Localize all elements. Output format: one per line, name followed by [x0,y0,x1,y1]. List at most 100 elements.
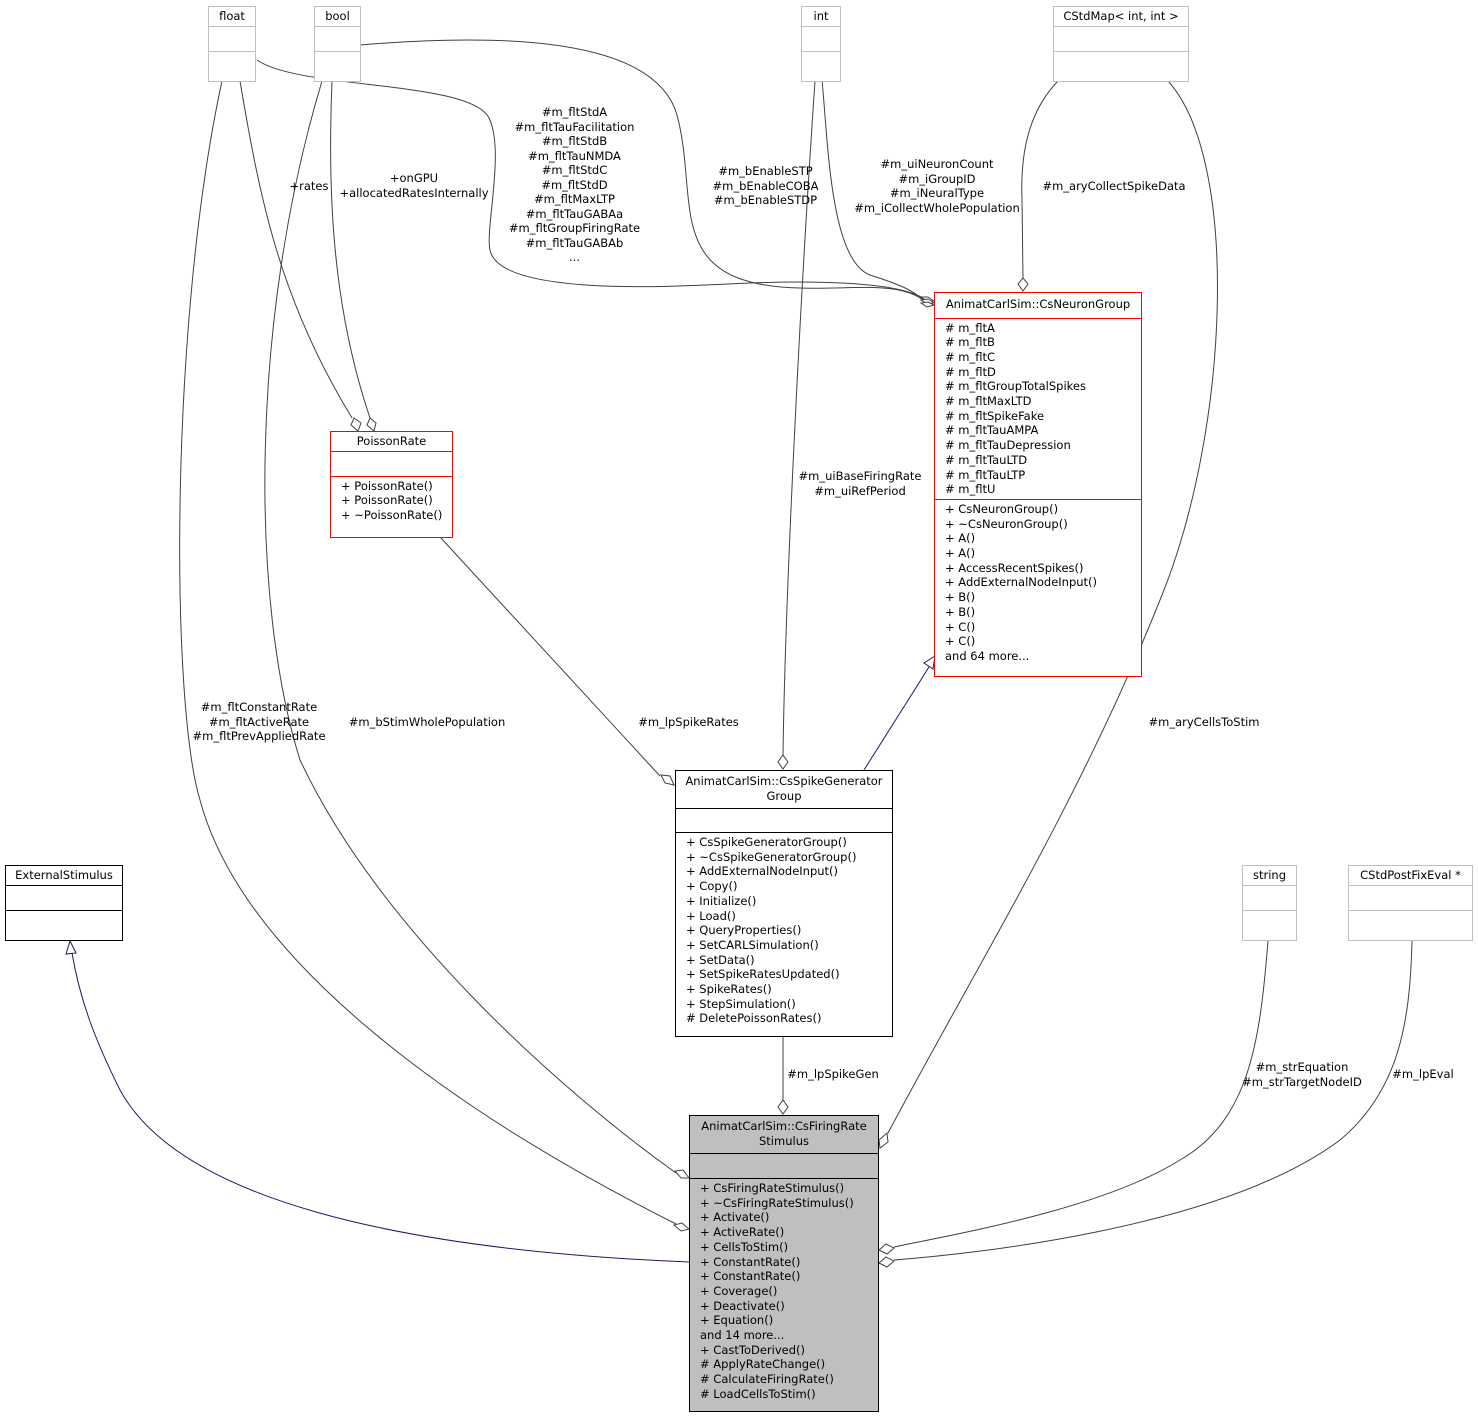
method-item: + CastToDerived() [700,1342,805,1357]
class-box-poissonrate[interactable]: PoissonRate + PoissonRate() + PoissonRat… [330,431,453,538]
diamond-bool-firingrate [674,1169,690,1179]
diamond-bool-poisson [366,417,377,432]
class-box-csneurongroup[interactable]: AnimatCarlSim::CsNeuronGroup # m_fltA # … [934,292,1142,677]
class-attributes-externalstimulus [6,884,122,910]
method-item: + Copy() [686,879,738,894]
edge-label-line: #m_strTargetNodeID [1242,1074,1362,1089]
method-item: + C() [945,634,976,649]
class-methods-bool [315,50,360,52]
method-item: + Coverage() [700,1283,778,1298]
edge-label-bool-neurongroup: #m_bEnableSTP #m_bEnableCOBA #m_bEnableS… [708,164,823,208]
class-title-line: Stimulus [759,1133,809,1148]
more-methods-link[interactable]: and 14 more... [700,1328,785,1343]
class-title-externalstimulus: ExternalStimulus [15,868,113,882]
class-box-string[interactable]: string [1242,865,1297,941]
method-item: # LoadCellsToStim() [700,1386,816,1401]
class-attributes-csspikegeneratorgroup [676,808,892,832]
class-title-cstdpostfixeval: CStdPostFixEval * [1360,868,1461,882]
class-box-csspikegeneratorgroup[interactable]: AnimatCarlSim::CsSpikeGenerator Group + … [675,770,893,1037]
method-item: + AddExternalNodeInput() [945,575,1098,590]
class-box-cstdpostfixeval[interactable]: CStdPostFixEval * [1348,865,1473,941]
class-title-csneurongroup: AnimatCarlSim::CsNeuronGroup [945,297,1131,311]
attribute-item: # m_fltU [945,482,996,497]
class-methods-poissonrate: + PoissonRate() + PoissonRate() + ~Poiss… [331,475,452,525]
edge-label-line: #m_fltTauFacilitation [514,119,635,134]
method-item: + Load() [686,908,736,923]
edge-label-line: #m_fltGroupFiringRate [508,221,641,235]
class-title-float: float [219,9,245,23]
class-title-csfiringratestimulus: AnimatCarlSim::CsFiringRate Stimulus [690,1116,878,1153]
diamond-int-spikegen [777,754,789,770]
attribute-item: # m_fltD [945,364,996,379]
method-item: # CalculateFiringRate() [700,1372,834,1387]
edge-label-line: #m_iNeuralType [889,186,985,200]
class-title-line: AnimatCarlSim::CsFiringRate [701,1119,867,1133]
class-box-bool[interactable]: bool [314,6,361,82]
class-box-csfiringratestimulus[interactable]: AnimatCarlSim::CsFiringRate Stimulus + C… [689,1115,879,1412]
method-item: # ApplyRateChange() [700,1357,826,1372]
edge-label-line: #m_bEnableSTDP [713,193,818,207]
class-box-externalstimulus[interactable]: ExternalStimulus [5,865,123,941]
class-box-int[interactable]: int [801,6,841,82]
attribute-item: # m_fltTauLTD [945,452,1028,467]
edge-label-line: #m_fltTauGABAa [525,206,624,221]
diamond-string-firingrate [878,1243,895,1255]
method-item: + Equation() [700,1313,774,1328]
edge-label-cstdpostfix-firingrate: #m_lpEval [1388,1067,1458,1082]
diamond-float-firingrate [672,1222,691,1232]
diamond-spikegen-firingrate [777,1099,789,1115]
attribute-item: # m_fltTauDepression [945,438,1071,453]
edge-label-line: #m_fltTauNMDA [528,148,621,163]
edge-label-line: #m_fltTauGABAb [525,235,624,250]
edge-label-line: #m_bStimWholePopulation [348,715,506,729]
class-methods-externalstimulus [6,909,122,911]
edge-label-poisson-spikegen: #m_lpSpikeRates [632,715,745,730]
edge-label-line: #m_aryCollectSpikeData [1042,179,1186,193]
diamond-float-poisson [350,417,362,432]
method-item: + SetSpikeRatesUpdated() [686,967,840,982]
class-title-int: int [813,9,829,23]
class-attributes-cstdpostfixeval [1349,884,1472,910]
edge-label-line: #m_uiBaseFiringRate [798,469,922,483]
method-item: + ActiveRate() [700,1225,785,1240]
edge-label-line: #m_uiRefPeriod [814,483,906,498]
method-item: + ~CsFiringRateStimulus() [700,1195,854,1210]
method-item: + ~PoissonRate() [341,507,443,522]
method-item: + ~CsSpikeGeneratorGroup() [686,849,857,864]
edge-label-line: #m_iGroupID [898,171,976,186]
edge-label-line: #m_bEnableCOBA [712,178,819,193]
edge-label-line: #m_fltStdA [541,105,608,119]
class-attributes-csfiringratestimulus [690,1153,878,1178]
edge-label-line: #m_fltMaxLTP [534,192,615,206]
class-box-cstdmap[interactable]: CStdMap< int, int > [1053,6,1189,82]
edge-label-float-neurongroup: #m_fltStdA #m_fltTauFacilitation #m_fltS… [502,105,647,265]
method-item: + B() [945,590,976,605]
class-box-float[interactable]: float [208,6,256,82]
method-item: + Deactivate() [700,1298,785,1313]
edge-label-line: +onGPU [389,171,439,185]
attribute-item: # m_fltB [945,335,995,350]
edge-label-cstdmap-firingrate: #m_aryCellsToStim [1142,715,1266,730]
edge-firingrate-inherits-external [71,952,690,1263]
edge-label-line: +rates [289,179,329,193]
edge-float-to-poisson [239,80,353,419]
edge-label-line: #m_uiNeuronCount [880,157,994,171]
edge-cstdpostfix-to-firingrate [893,940,1413,1261]
class-title-string: string [1252,868,1286,882]
more-methods-link[interactable]: and 64 more... [945,648,1030,663]
attribute-item: # m_fltGroupTotalSpikes [945,379,1086,394]
class-attributes-cstdmap [1054,25,1188,51]
class-title-bool: bool [325,9,350,23]
edge-int-to-neurongroup [821,79,927,304]
edge-string-to-firingrate [893,940,1269,1248]
method-item: + CsNeuronGroup() [945,501,1059,516]
diamond-cstdmap-neurongroup [1017,277,1029,292]
method-item: + ~CsNeuronGroup() [945,516,1068,531]
class-methods-csneurongroup: + CsNeuronGroup() + ~CsNeuronGroup() + A… [935,498,1141,666]
edge-label-line: #m_lpSpikeRates [638,715,739,729]
method-item: + QueryProperties() [686,923,802,938]
method-item: + B() [945,604,976,619]
diamond-int-neurongroup [919,301,936,308]
class-attributes-string [1243,884,1296,910]
